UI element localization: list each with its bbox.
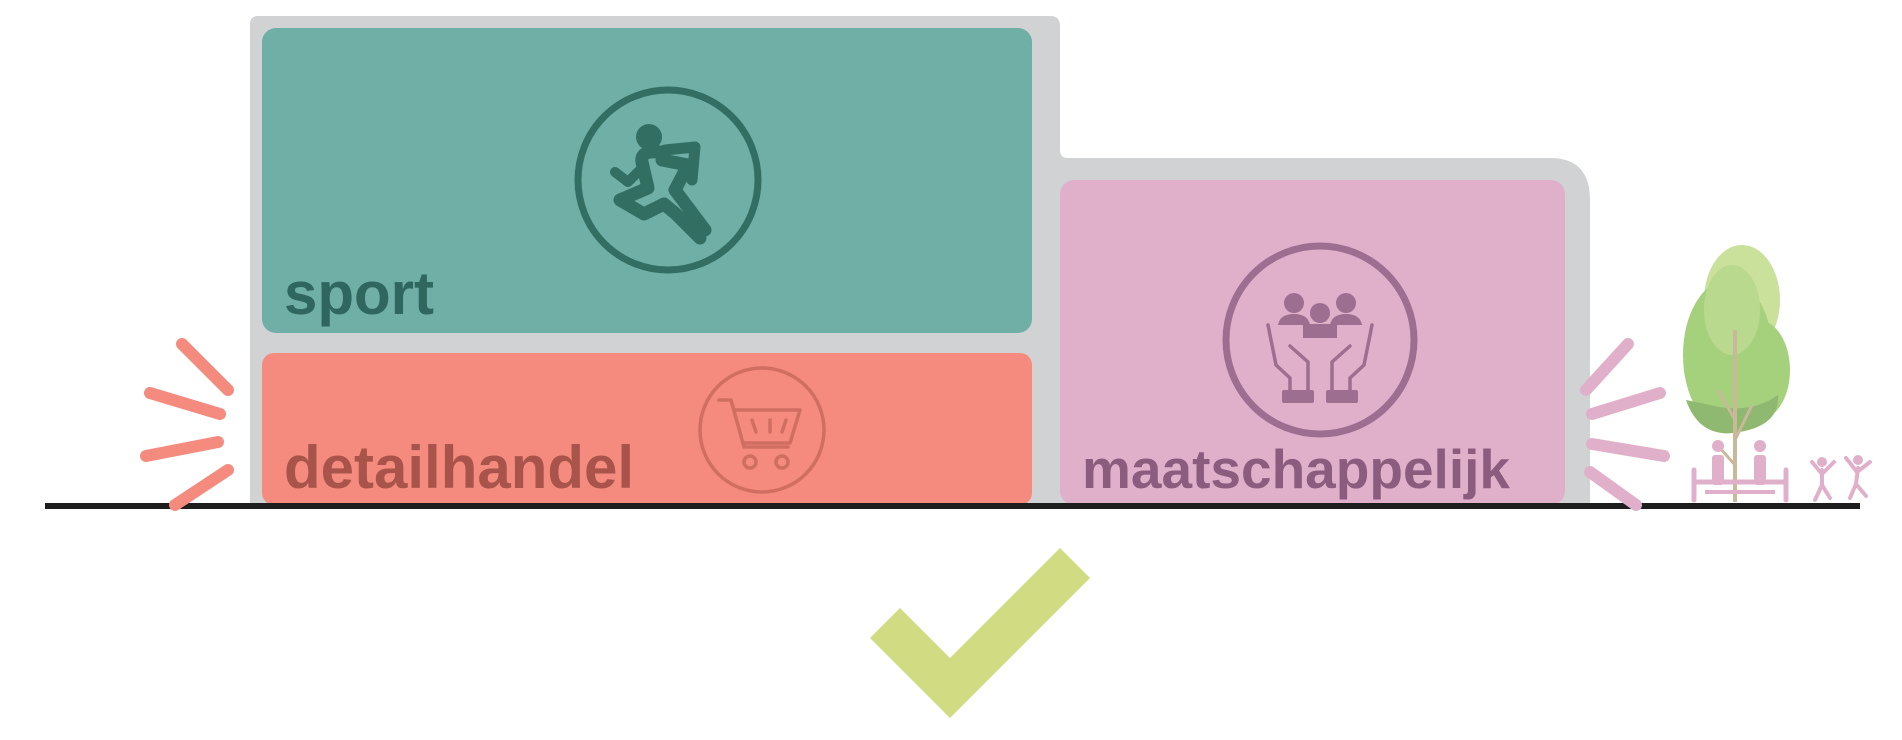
running-person-icon — [574, 86, 762, 274]
sport-label: sport — [284, 260, 434, 327]
social-label: maatschappelijk — [1082, 438, 1510, 500]
retail-block: detailhandel — [262, 353, 1032, 505]
social-block: maatschappelijk — [1060, 180, 1565, 505]
tree-icon — [1683, 245, 1790, 502]
activity-marks-right — [1580, 338, 1670, 511]
community-hands-icon — [1222, 242, 1418, 438]
sport-block: sport — [262, 28, 1032, 333]
shopping-cart-icon — [698, 366, 826, 494]
checkmark-icon — [870, 548, 1090, 718]
children-playing-icon — [1810, 455, 1872, 502]
activity-marks-left — [140, 338, 234, 511]
ground-line — [45, 503, 1860, 509]
retail-label: detailhandel — [284, 434, 634, 501]
bench-people-icon — [1691, 440, 1789, 503]
